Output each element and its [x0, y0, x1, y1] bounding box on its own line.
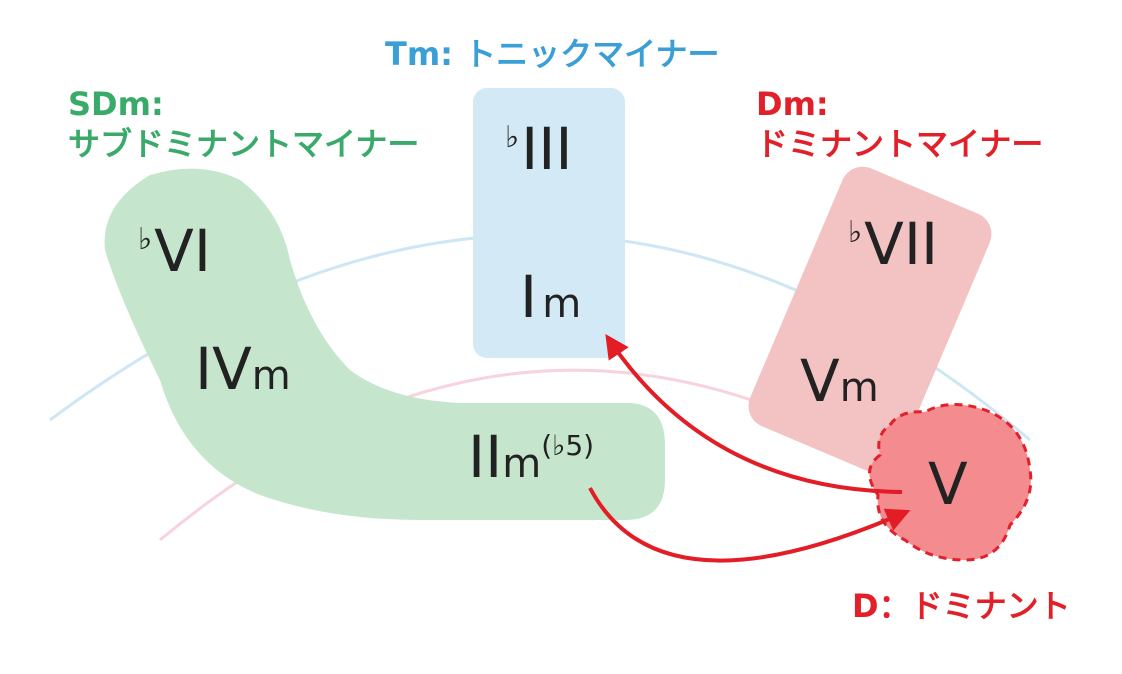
chord-IIm-b5: IIm(♭5) [468, 428, 594, 486]
chord-numeral: IV [195, 335, 252, 403]
dm-region [748, 166, 992, 474]
chord-quality: m [502, 441, 542, 487]
chord-numeral: VII [864, 210, 939, 278]
chord-numeral: I [520, 263, 538, 331]
chord-extension: (♭5) [541, 429, 595, 462]
chord-bIII: ♭III [505, 120, 572, 178]
arrow-v-to-im [605, 334, 903, 494]
d-label: D：ドミナント [852, 587, 1071, 625]
chord-Vm: Vm [800, 352, 879, 410]
chord-Im: I m [520, 268, 581, 326]
chord-quality: m [251, 353, 291, 399]
chord-V: V [928, 455, 968, 513]
flat-symbol: ♭ [138, 222, 153, 257]
dm-label-line1: Dm: [756, 85, 829, 123]
chord-IVm: IVm [195, 340, 291, 398]
flat-symbol: ♭ [505, 120, 520, 155]
sdm-label-line2: サブドミナントマイナー [68, 125, 420, 163]
arrow-iim-to-v [588, 487, 911, 563]
dm-label-line2: ドミナントマイナー [756, 125, 1044, 163]
flat-symbol: ♭ [848, 215, 863, 250]
chord-bVII: ♭VII [848, 215, 938, 273]
chord-quality: m [542, 281, 582, 327]
chord-quality: m [839, 365, 879, 411]
chord-numeral: V [928, 450, 968, 518]
chord-numeral: V [800, 347, 840, 415]
tm-region [473, 88, 625, 358]
chord-numeral: III [521, 115, 573, 183]
chord-numeral: II [468, 423, 503, 491]
sdm-region [104, 168, 665, 521]
tm-label: Tm: トニックマイナー [385, 35, 720, 73]
chord-bVI: ♭VI [138, 222, 211, 280]
sdm-label-line1: SDm: [68, 85, 164, 123]
chord-numeral: VI [154, 217, 211, 285]
